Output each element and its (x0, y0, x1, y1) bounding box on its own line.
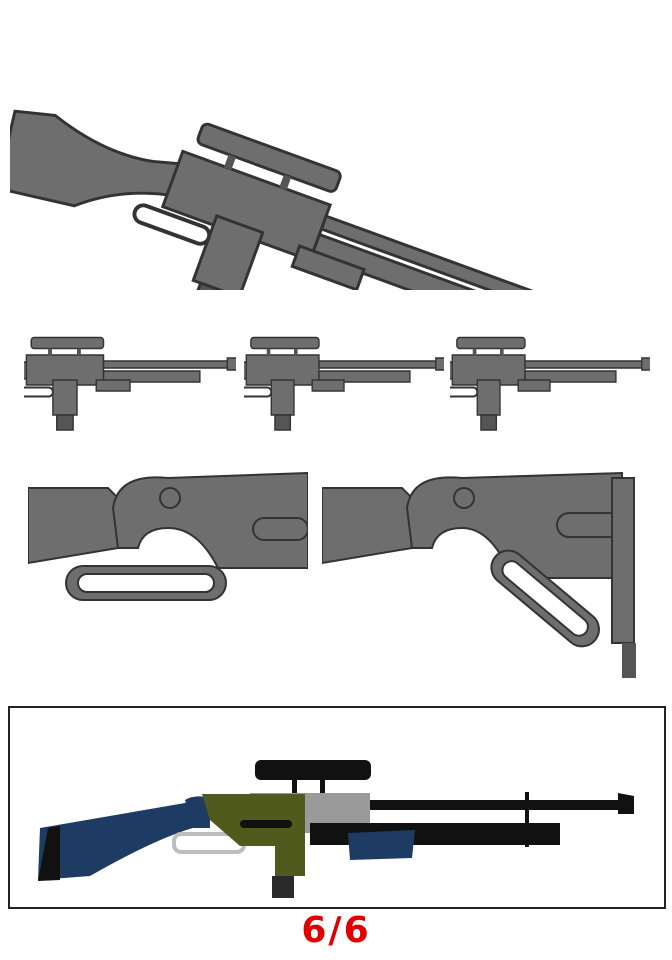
colored-side-view (38, 760, 634, 898)
page-label: 6/6 (301, 910, 371, 951)
side-view-3 (450, 336, 650, 431)
side-view-2 (244, 336, 444, 431)
colored-view-frame (8, 706, 666, 909)
lever-closed-detail (28, 471, 308, 601)
isometric-view (10, 58, 601, 290)
side-view-1 (24, 336, 236, 431)
lever-open-detail (322, 471, 636, 678)
